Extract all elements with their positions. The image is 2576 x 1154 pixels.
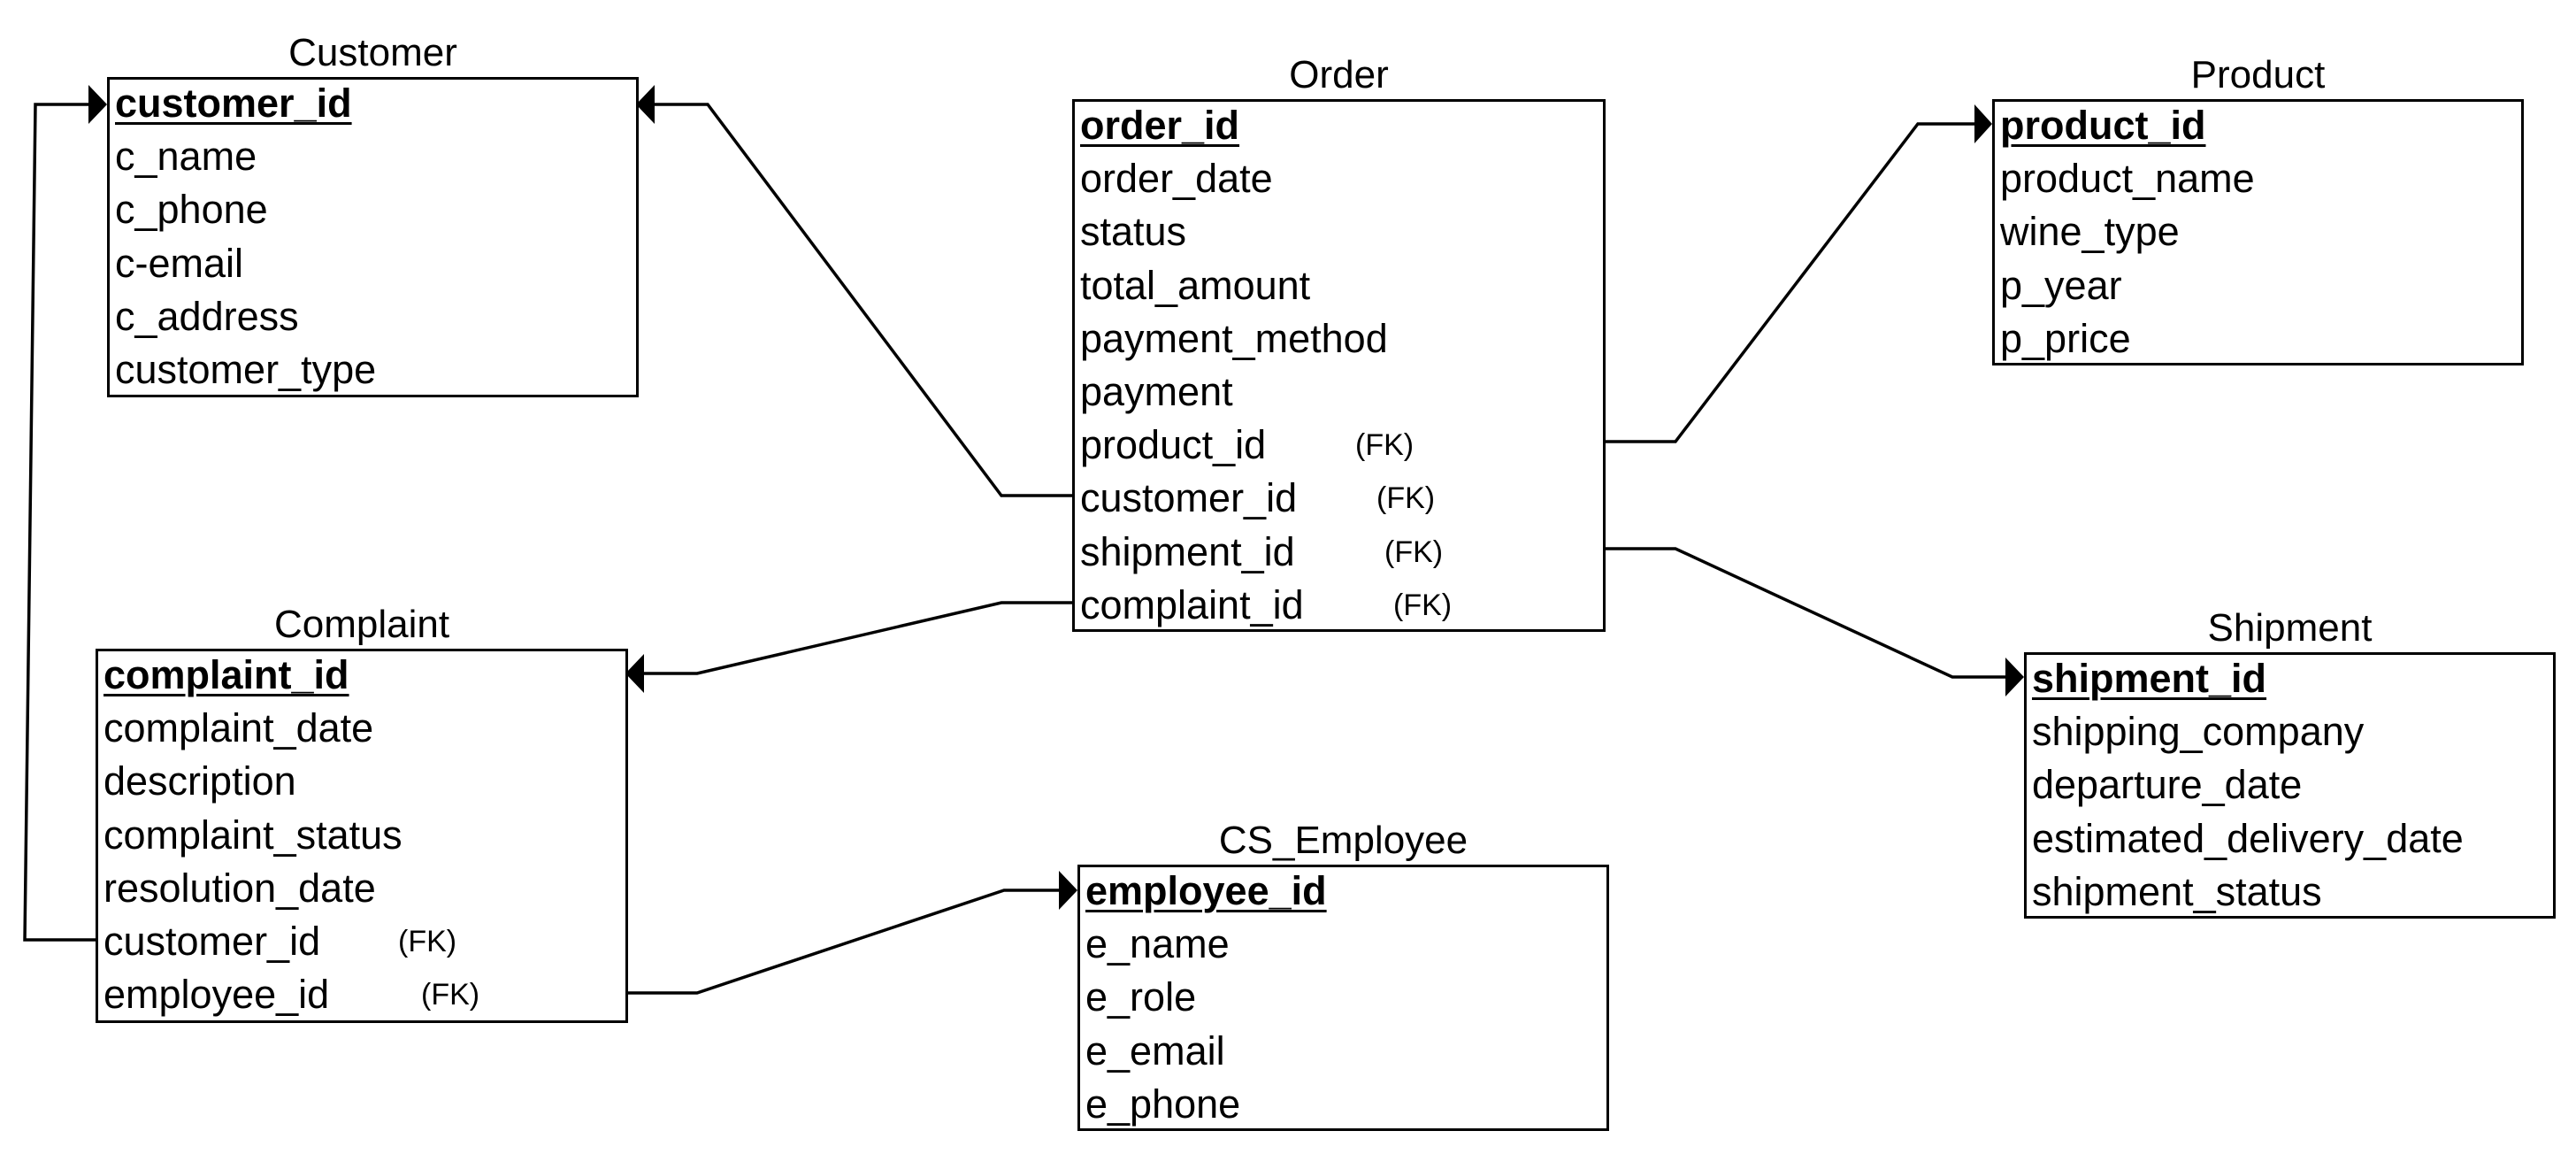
fk-name: customer_id	[1080, 475, 1298, 521]
attribute: order_date	[1080, 156, 1273, 202]
attribute-list: order_id order_date status total_amount …	[1072, 99, 1606, 632]
attribute: e_phone	[1085, 1081, 1241, 1127]
primary-key: complaint_id	[104, 652, 349, 697]
entity-customer: Customer customer_id c_name c_phone c-em…	[107, 31, 639, 397]
attribute: payment	[1080, 368, 1233, 414]
relationship-complaint-employee	[628, 889, 1059, 995]
entity-title: Shipment	[2207, 606, 2373, 650]
entity-title: Product	[2190, 53, 2326, 96]
attribute: complaint_status	[104, 812, 402, 858]
primary-key: order_id	[1080, 103, 1240, 148]
entity-order: Order order_id order_date status total_a…	[1072, 53, 1606, 632]
foreign-key: shipment_id (FK)	[1072, 526, 1606, 579]
fk-tag: (FK)	[421, 978, 480, 1012]
attribute: c_name	[115, 134, 257, 180]
attribute: shipping_company	[2032, 709, 2365, 755]
foreign-key: product_id (FK)	[1072, 419, 1606, 472]
attribute: estimated_delivery_date	[2032, 815, 2464, 861]
arrowhead-icon	[2005, 658, 2024, 696]
foreign-key: employee_id (FK)	[96, 968, 628, 1021]
fk-name: complaint_id	[1080, 581, 1304, 627]
primary-key: employee_id	[1085, 868, 1327, 913]
attribute: product_name	[2000, 156, 2255, 202]
entity-title: Complaint	[273, 603, 450, 646]
entity-box	[2024, 652, 2556, 919]
attribute-list: shipment_id shipping_company departure_d…	[2024, 652, 2556, 919]
attribute-list: employee_id e_name e_role e_email e_phon…	[1077, 865, 1609, 1131]
primary-key: product_id	[2000, 103, 2206, 148]
fk-tag: (FK)	[398, 924, 457, 958]
attribute: c_address	[115, 293, 299, 339]
entity-title: Order	[1289, 53, 1389, 96]
fk-name: customer_id	[104, 918, 321, 964]
fk-tag: (FK)	[1393, 588, 1453, 622]
relationship-order-shipment	[1606, 547, 2005, 679]
attribute: e_name	[1085, 921, 1230, 967]
foreign-key: complaint_id (FK)	[1072, 579, 1606, 632]
foreign-key: customer_id (FK)	[1072, 472, 1606, 525]
attribute: e_role	[1085, 974, 1197, 1020]
attribute: description	[104, 758, 296, 804]
relationship-complaint-customer	[23, 103, 96, 942]
fk-tag: (FK)	[1355, 428, 1414, 463]
entity-box	[1072, 99, 1606, 632]
attribute: status	[1080, 209, 1187, 255]
attribute: departure_date	[2032, 762, 2303, 808]
primary-key: customer_id	[115, 81, 352, 126]
fk-tag: (FK)	[1376, 481, 1436, 516]
attribute: wine_type	[2000, 209, 2180, 255]
attribute: e_email	[1085, 1027, 1225, 1073]
attribute: shipment_status	[2032, 868, 2322, 914]
fk-name: product_id	[1080, 422, 1267, 468]
fk-tag: (FK)	[1384, 535, 1444, 569]
attribute: p_price	[2000, 315, 2131, 361]
entity-title: CS_Employee	[1218, 819, 1468, 862]
entity-box	[1992, 99, 2524, 365]
attribute: p_year	[2000, 262, 2122, 308]
attribute-list: complaint_id complaint_date description …	[96, 649, 628, 1021]
entity-title: Customer	[288, 31, 457, 74]
arrowhead-icon	[625, 654, 644, 693]
attribute: c-email	[115, 240, 244, 286]
foreign-key: customer_id (FK)	[96, 915, 628, 968]
arrowhead-icon	[1974, 104, 1992, 143]
relationship-order-product	[1606, 122, 1974, 443]
primary-key: shipment_id	[2032, 656, 2267, 701]
entity-box	[1077, 865, 1609, 1131]
attribute: payment_method	[1080, 315, 1388, 361]
attribute: total_amount	[1080, 262, 1311, 308]
entity-box	[107, 77, 639, 397]
fk-name: shipment_id	[1080, 528, 1295, 574]
entity-cs-employee: CS_Employee employee_id e_name e_role e_…	[1077, 819, 1609, 1131]
fk-name: employee_id	[104, 972, 330, 1018]
entity-complaint: Complaint complaint_id complaint_date de…	[96, 603, 628, 1023]
entity-product: Product product_id product_name wine_typ…	[1992, 53, 2524, 365]
relationship-order-complaint	[644, 601, 1072, 675]
entity-box	[96, 649, 628, 1023]
entity-shipment: Shipment shipment_id shipping_company de…	[2024, 606, 2556, 919]
arrowhead-icon	[1059, 871, 1077, 910]
arrowhead-icon	[88, 85, 107, 124]
attribute: customer_type	[115, 346, 377, 392]
relationship-order-customer	[655, 103, 1072, 497]
attribute-list: customer_id c_name c_phone c-email c_add…	[107, 77, 639, 396]
attribute: complaint_date	[104, 705, 374, 751]
attribute: resolution_date	[104, 865, 376, 911]
arrowhead-icon	[636, 85, 655, 124]
attribute-list: product_id product_name wine_type p_year…	[1992, 99, 2524, 365]
attribute: c_phone	[115, 187, 268, 233]
